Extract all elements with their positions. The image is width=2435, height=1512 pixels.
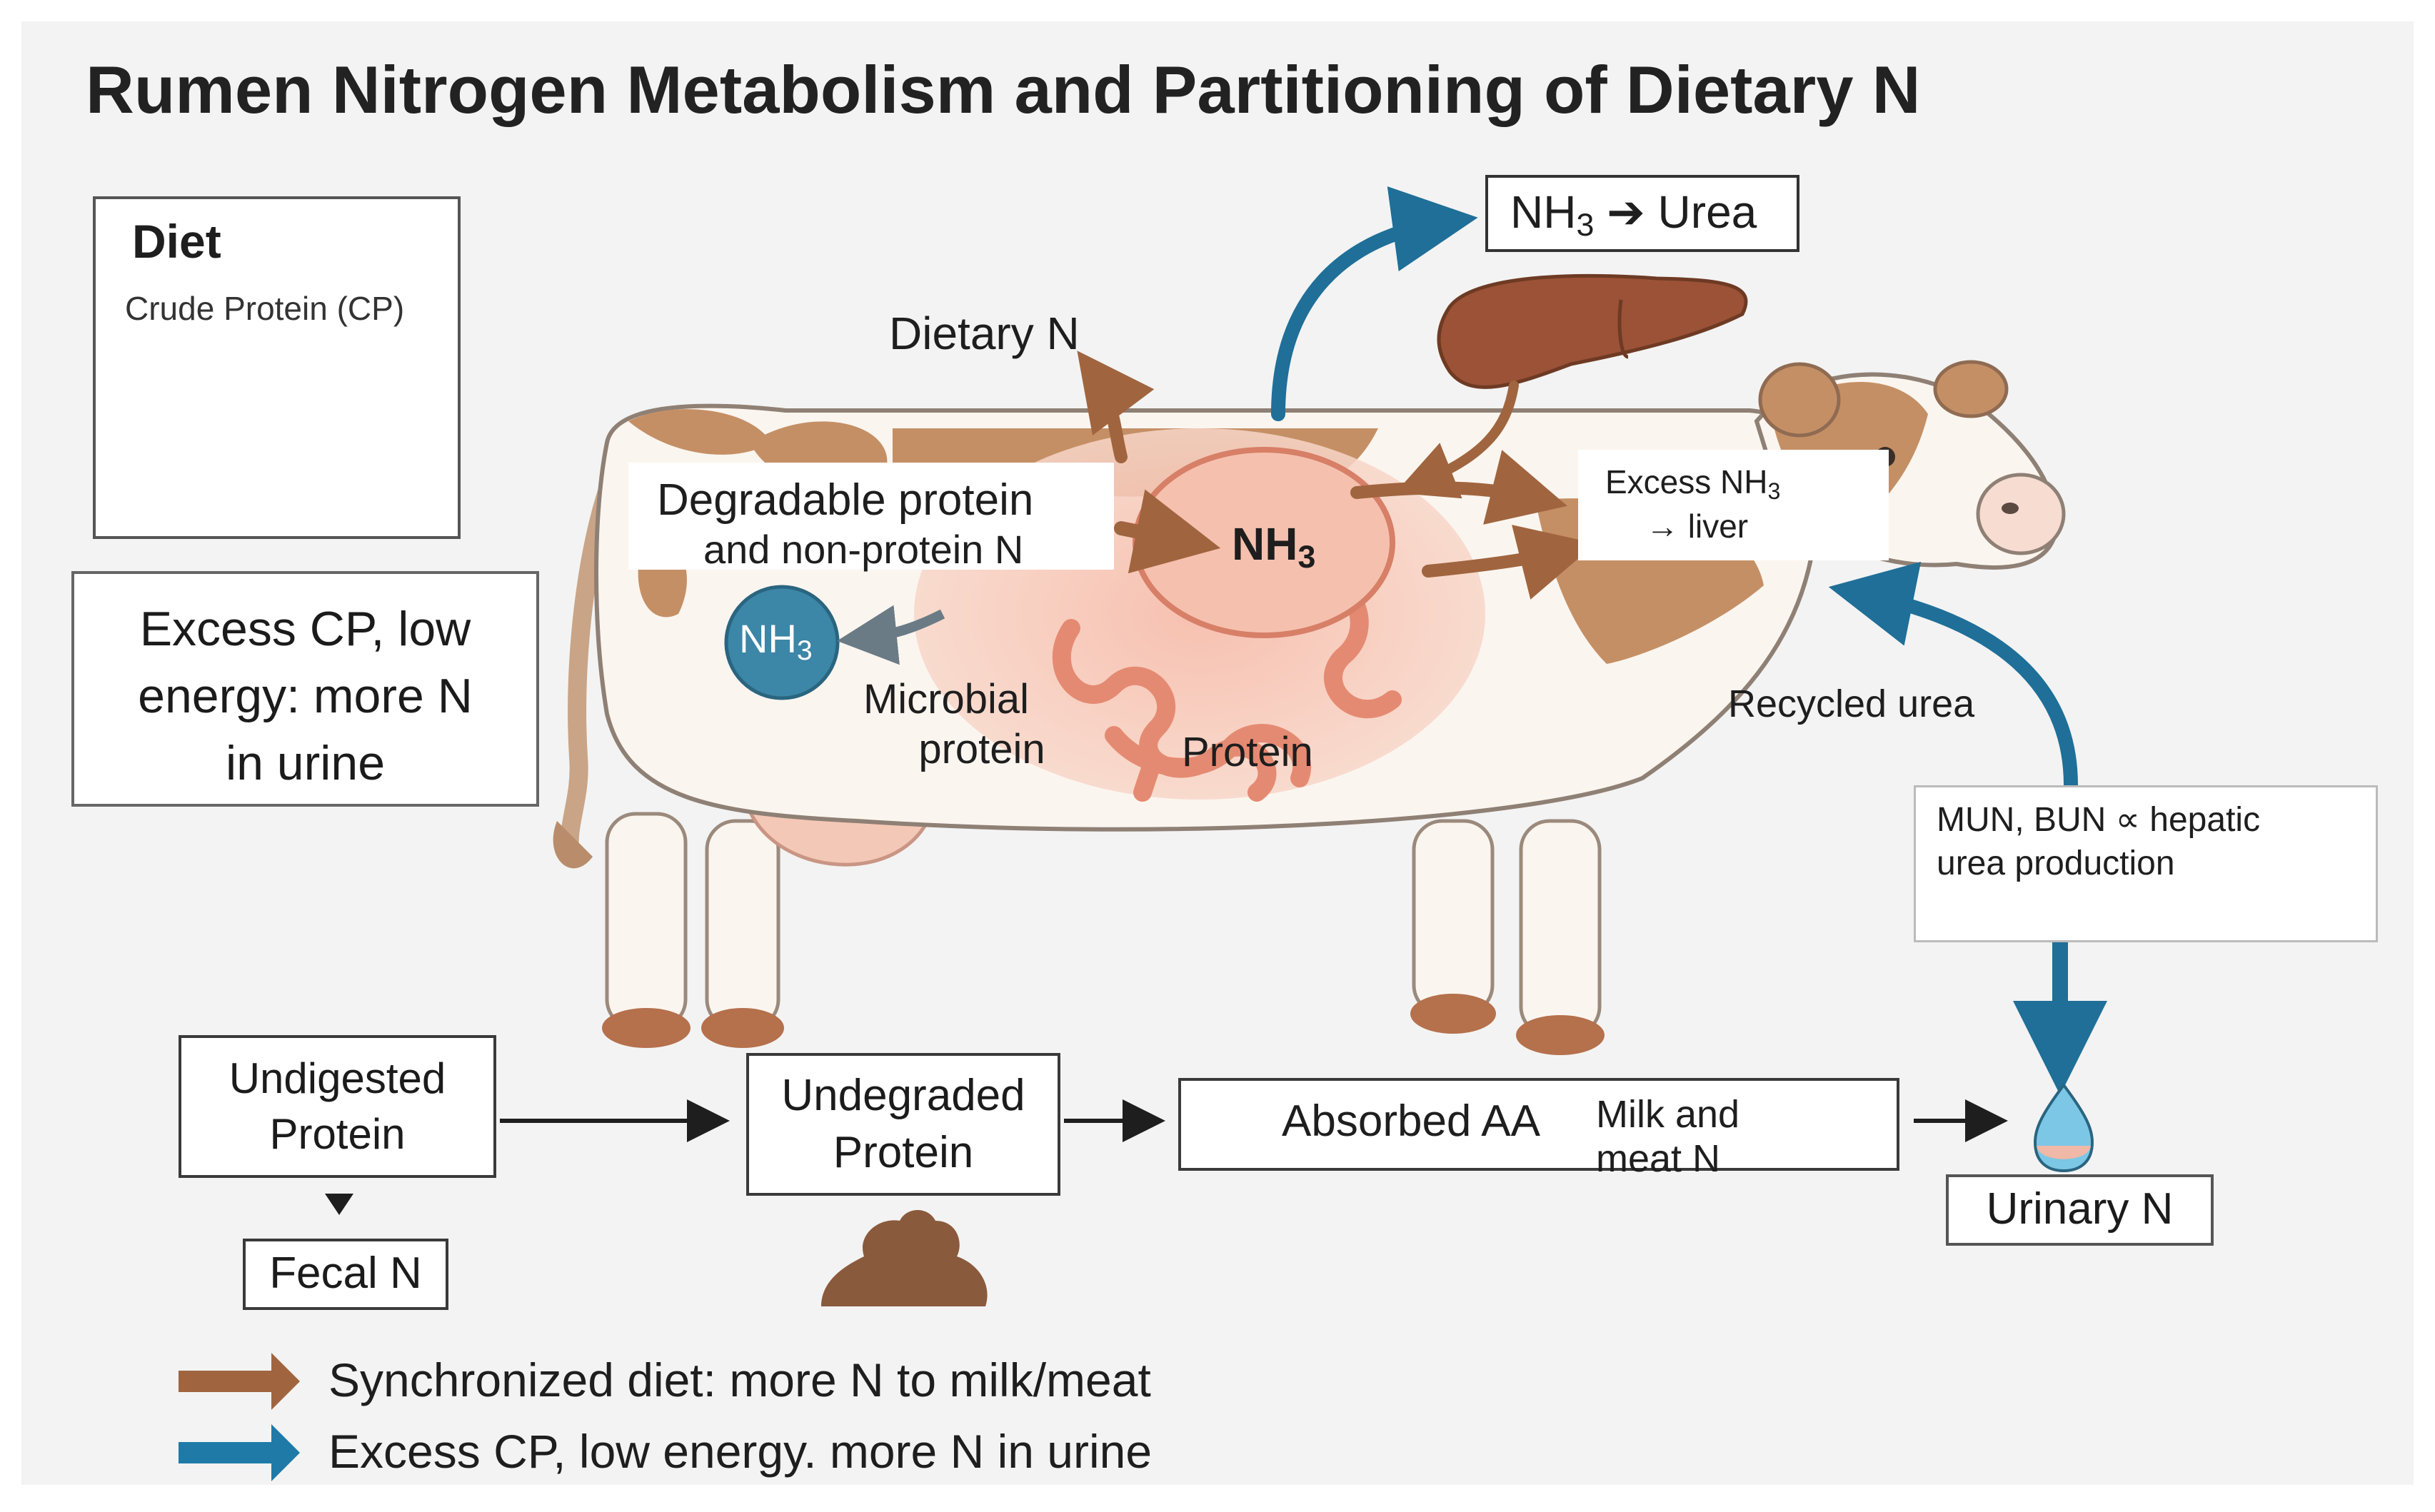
label-mun-line-1: MUN, BUN ∝ hepatic (1937, 801, 2261, 839)
legend-brown-arrow (179, 1353, 300, 1410)
arrow-dietary-n (1077, 351, 1155, 463)
excess-cp-line-1: Excess CP, low (139, 602, 471, 656)
liver-lobe-line (1617, 299, 1629, 359)
undigested-line-1: Undigested (229, 1054, 446, 1102)
cow-hoof (701, 1008, 784, 1048)
label-microbial-line-1: Microbial (863, 676, 1030, 722)
label-nh3-rumen: NH3 (1232, 518, 1316, 575)
intestine-loop (1133, 762, 1159, 802)
nh3-urea-box (1485, 175, 1799, 252)
legend-blue-label: Excess CP, low energy. more N in urine (328, 1425, 1153, 1478)
label-degradable-line-2: and non-protein N (703, 527, 1024, 572)
undegraded-protein-box: Undegraded Protein (746, 1053, 1060, 1196)
diet-panel (93, 196, 461, 539)
label-nh3-bubble: NH3 (739, 616, 813, 666)
arrow-degradable-to-nh3 (1114, 489, 1221, 574)
cow-ear (1758, 362, 1841, 438)
cow-nostril (2002, 503, 2019, 514)
label-protein: Protein (1182, 729, 1313, 775)
liver (1437, 273, 1748, 389)
excess-cp-line-3: in urine (225, 736, 386, 790)
cow-leg-back-right (705, 819, 780, 1030)
arrow-to-fecal (325, 1194, 353, 1215)
excess-cp-line-2: energy: more N (138, 669, 473, 723)
feces-icon (821, 1210, 988, 1306)
cow-leg-back-left (605, 812, 688, 1030)
undigested-line-2: Protein (269, 1110, 406, 1158)
arrow-liver-link (1395, 380, 1519, 499)
label-milk-line-2: meat N (1596, 1137, 1721, 1180)
diet-subheading: Crude Protein (CP) (125, 290, 405, 327)
mun-bun-box (1914, 785, 2378, 942)
page-title: Rumen Nitrogen Metabolism and Partitioni… (86, 52, 1921, 127)
cow-muzzle (1976, 473, 2066, 555)
cow-spot (628, 409, 771, 455)
label-degradable-line-1: Degradable protein (657, 475, 1034, 525)
cow-tail-tuft (553, 821, 593, 869)
urine-drop-fill (2037, 1146, 2091, 1159)
label-milk-line-1: Milk and (1596, 1093, 1740, 1136)
arrow-recycled-urea (1828, 561, 2078, 792)
diet-heading: Diet (132, 215, 221, 268)
label-nh3-urea: NH3 ➔ Urea (1510, 186, 1757, 243)
fecal-n-label: Fecal N (269, 1249, 422, 1298)
cow-hoof (602, 1008, 691, 1048)
excess-cp-box: Excess CP, low energy: more N in urine (71, 571, 539, 807)
arrow-nh3-to-bubble (837, 605, 945, 665)
label-recycled-urea: Recycled urea (1728, 682, 1975, 725)
label-microbial-line-2: protein (918, 726, 1045, 772)
urinary-n-label: Urinary N (1986, 1184, 2174, 1234)
urinary-n-box: Urinary N (1946, 1174, 2214, 1246)
undegraded-line-1: Undegraded (781, 1071, 1025, 1120)
absorbed-aa-box (1178, 1078, 1899, 1171)
undegraded-line-2: Protein (833, 1128, 974, 1177)
arrow-to-urea (1271, 186, 1478, 421)
degradable-protein-label (628, 463, 1114, 570)
label-dietary-n: Dietary N (889, 308, 1080, 359)
label-mun-line-2: urea production (1937, 845, 2175, 882)
undigested-protein-box: Undigested Protein (179, 1035, 496, 1178)
fecal-n-box: Fecal N (243, 1239, 448, 1310)
cow-hoof (1516, 1015, 1605, 1055)
arrow-protein-to-liver (1422, 525, 1596, 600)
cow-leg-front-left (1412, 819, 1495, 1016)
legend-blue-arrow (179, 1424, 300, 1481)
intestine-loop (1105, 724, 1311, 787)
legend-brown-label: Synchronized diet: more N to milk/meat (328, 1354, 1151, 1406)
excess-nh3-box (1578, 450, 1889, 560)
cow-leg-front-right (1519, 819, 1602, 1037)
cow-hoof (1410, 994, 1496, 1034)
label-to-liver: → liver (1646, 508, 1749, 545)
label-microbial-protein: Microbial protein (825, 675, 1068, 775)
cow-ear (1933, 360, 2009, 418)
label-absorbed-aa: Absorbed AA (1282, 1097, 1540, 1146)
label-excess-nh3: Excess NH3 (1605, 463, 1781, 505)
